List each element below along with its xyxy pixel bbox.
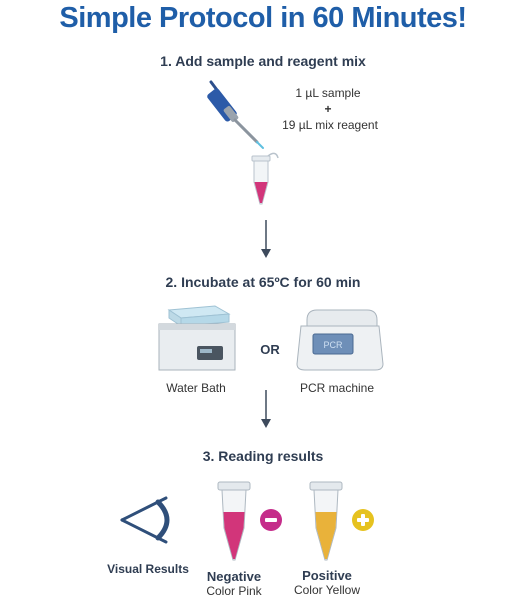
- svg-text:PCR: PCR: [323, 340, 343, 350]
- reagent-volume-text: 19 µL mix reagent: [282, 118, 378, 132]
- eye-icon: [120, 496, 170, 544]
- positive-label: Positive: [302, 568, 352, 583]
- pcr-machine-label: PCR machine: [299, 381, 375, 395]
- negative-color-label: Color Pink: [206, 584, 262, 598]
- water-bath-icon: [158, 305, 236, 371]
- step1-heading: 1. Add sample and reagent mix: [160, 53, 366, 69]
- or-label: OR: [260, 342, 280, 357]
- positive-tube-icon: [309, 481, 343, 561]
- plus-badge-icon: [352, 509, 374, 531]
- step3-heading: 3. Reading results: [202, 448, 324, 464]
- plus-sign: +: [324, 102, 332, 116]
- sample-volume-text: 1 µL sample: [295, 86, 361, 100]
- down-arrow-icon: [261, 390, 271, 428]
- step2-heading: 2. Incubate at 65ºC for 60 min: [165, 274, 361, 290]
- pipette-icon: [207, 80, 264, 149]
- negative-label: Negative: [206, 569, 262, 584]
- page-title: Simple Protocol in 60 Minutes!: [59, 2, 467, 34]
- sample-tube-icon: [251, 152, 279, 205]
- down-arrow-icon: [261, 220, 271, 258]
- water-bath-label: Water Bath: [166, 381, 226, 395]
- negative-tube-icon: [217, 481, 251, 561]
- pcr-machine-icon: PCR: [296, 309, 384, 371]
- visual-results-label: Visual Results: [107, 562, 189, 576]
- minus-badge-icon: [260, 509, 282, 531]
- positive-color-label: Color Yellow: [293, 583, 361, 597]
